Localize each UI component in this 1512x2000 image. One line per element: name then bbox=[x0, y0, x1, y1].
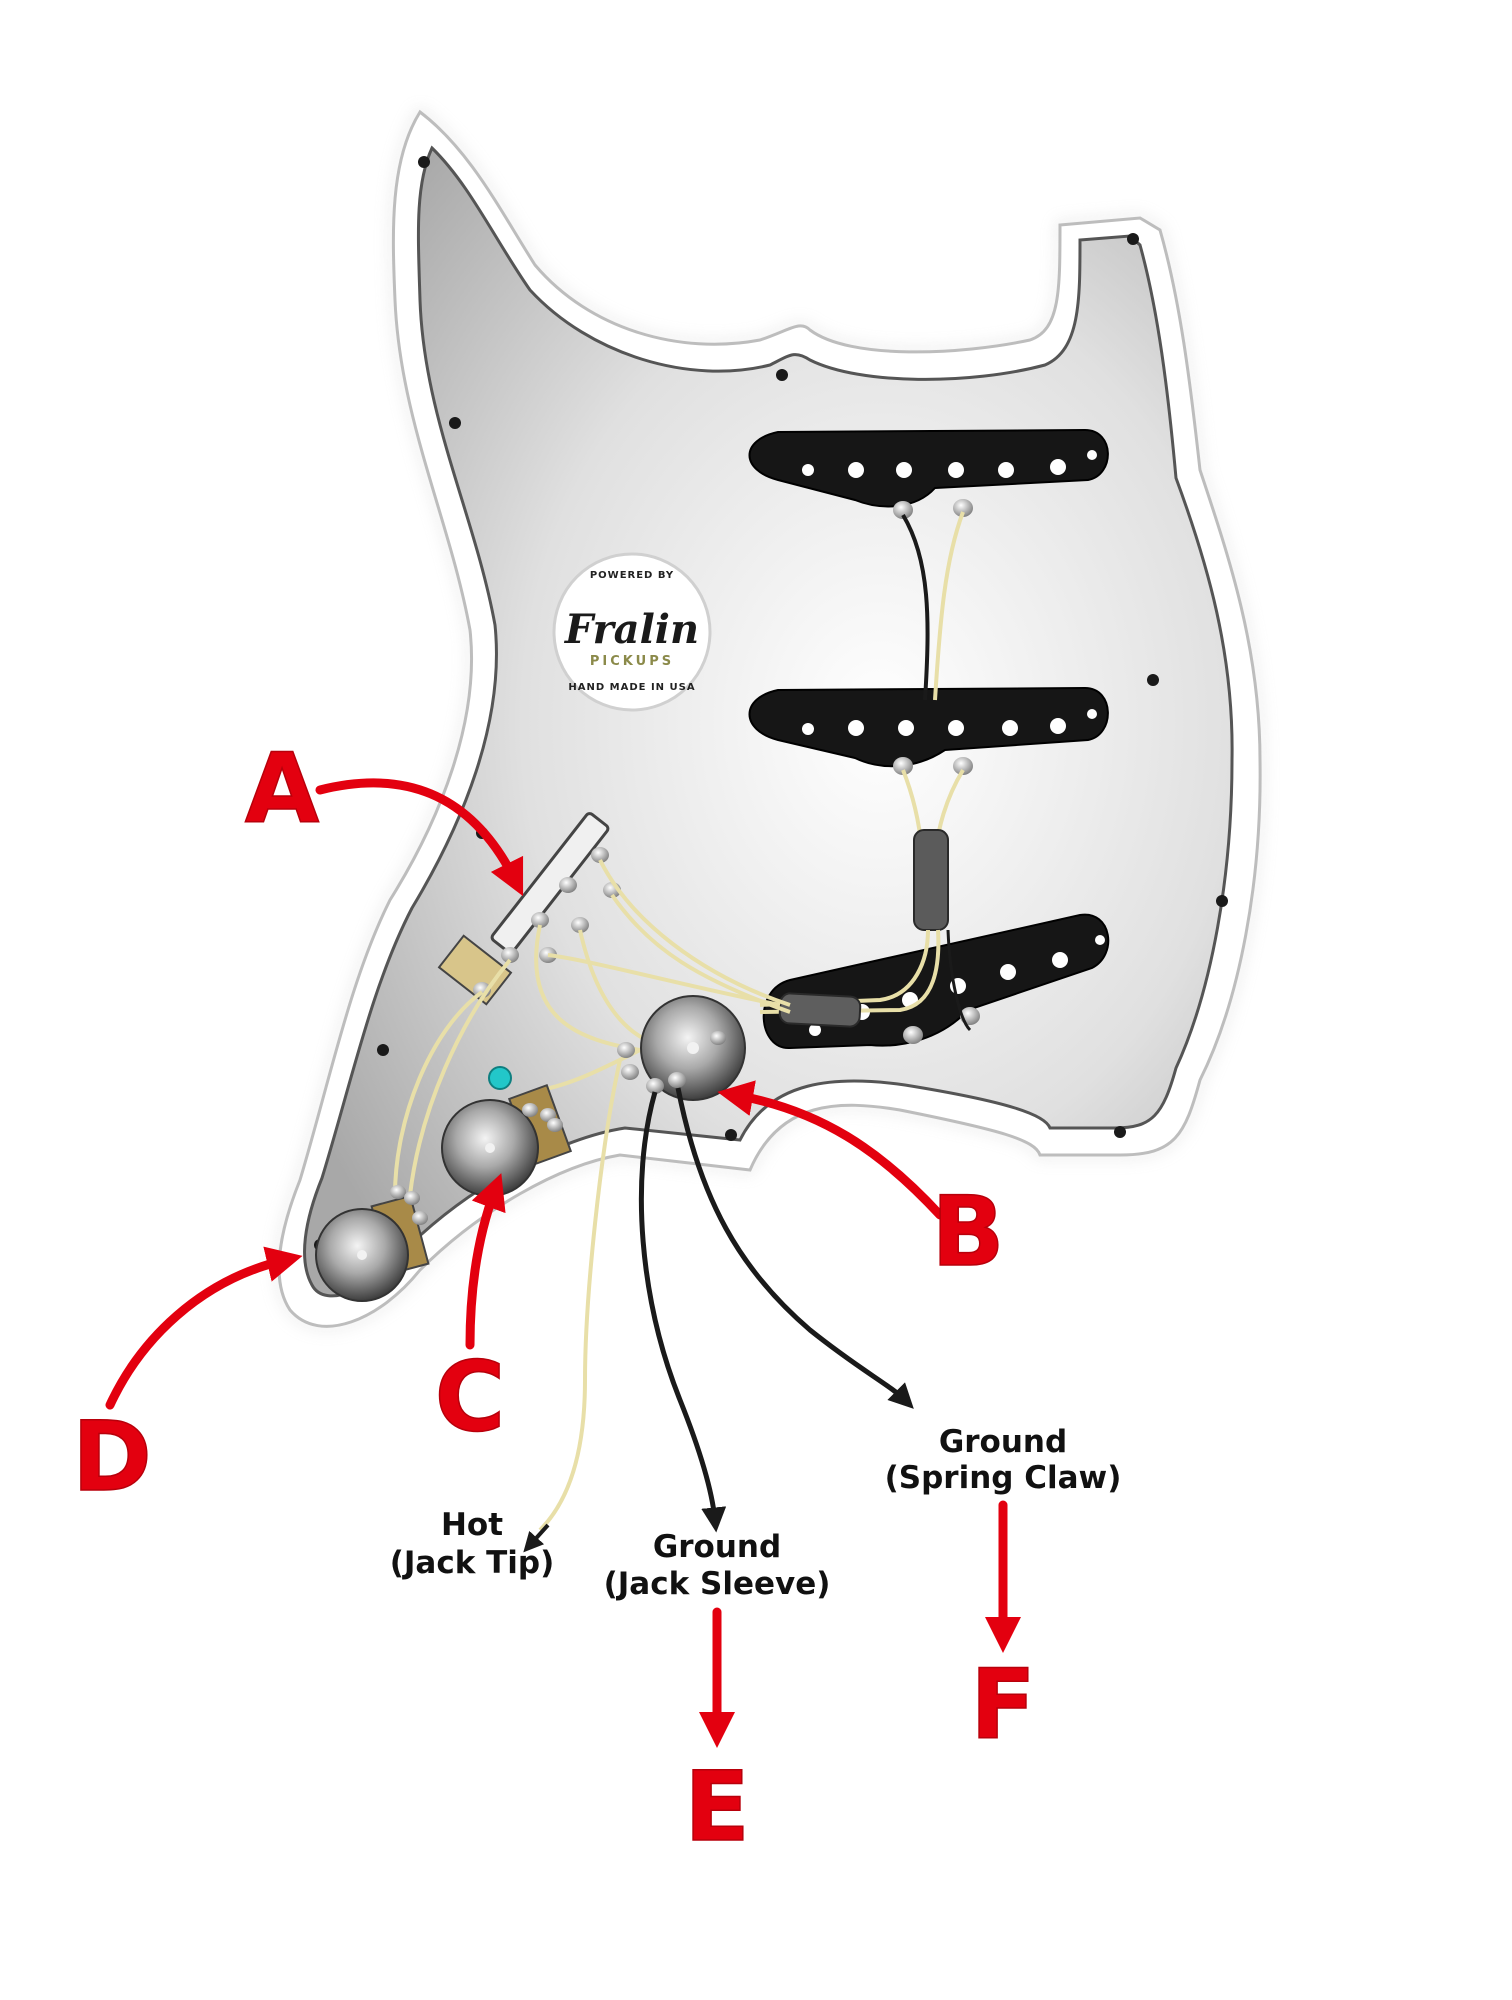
callout-arrows bbox=[105, 778, 1021, 1748]
jack-sleeve-wire bbox=[638, 1091, 727, 1533]
arrow-b bbox=[717, 1080, 945, 1220]
screw-hole bbox=[725, 1129, 737, 1141]
middle-pickup bbox=[748, 686, 1109, 775]
hot-wire-arrow bbox=[523, 1523, 550, 1553]
volume-pot bbox=[617, 995, 746, 1101]
tone-pot-1 bbox=[441, 1066, 573, 1197]
screw-hole bbox=[449, 417, 461, 429]
screw-hole bbox=[418, 156, 430, 168]
arrow-c bbox=[465, 1173, 506, 1350]
callout-letter-a: A bbox=[245, 733, 319, 845]
fralin-logo: POWERED BY Fralin PICKUPS HAND MADE IN U… bbox=[552, 552, 712, 712]
tone-pot-2 bbox=[315, 1185, 430, 1302]
neck-pickup bbox=[748, 428, 1109, 519]
logo-pickups-text: PICKUPS bbox=[590, 654, 674, 669]
screw-hole bbox=[1127, 233, 1139, 245]
callout-letter-d: D bbox=[72, 1401, 152, 1513]
pickup-harness bbox=[759, 511, 972, 1032]
arrow-d bbox=[105, 1246, 303, 1410]
callout-letter-b: B bbox=[931, 1176, 1004, 1288]
five-way-switch bbox=[437, 812, 621, 1006]
callout-letter-f: F bbox=[970, 1649, 1036, 1761]
hot-label-line1: Hot bbox=[441, 1507, 503, 1543]
logo-brand-text: Fralin bbox=[564, 606, 699, 653]
screw-hole bbox=[776, 369, 788, 381]
claw-ground-label-line1: Ground bbox=[939, 1424, 1067, 1460]
jack-ground-label-line2: (Jack Sleeve) bbox=[604, 1566, 831, 1602]
screw-hole bbox=[1147, 674, 1159, 686]
logo-top-text: POWERED BY bbox=[590, 570, 674, 581]
logo-bottom-text: HAND MADE IN USA bbox=[568, 682, 695, 693]
screw-hole bbox=[1216, 895, 1228, 907]
spring-claw-wire bbox=[675, 1087, 914, 1409]
hot-label-line2: (Jack Tip) bbox=[390, 1545, 555, 1581]
callout-letter-e: E bbox=[684, 1751, 750, 1863]
claw-ground-label-line2: (Spring Claw) bbox=[885, 1460, 1122, 1496]
capacitor bbox=[488, 1066, 512, 1090]
screw-hole bbox=[1114, 1126, 1126, 1138]
callout-letter-c: C bbox=[435, 1341, 505, 1453]
jack-ground-label-line1: Ground bbox=[653, 1529, 781, 1565]
ground-wires bbox=[638, 1087, 914, 1533]
screw-hole bbox=[377, 1044, 389, 1056]
arrow-a bbox=[315, 778, 524, 897]
